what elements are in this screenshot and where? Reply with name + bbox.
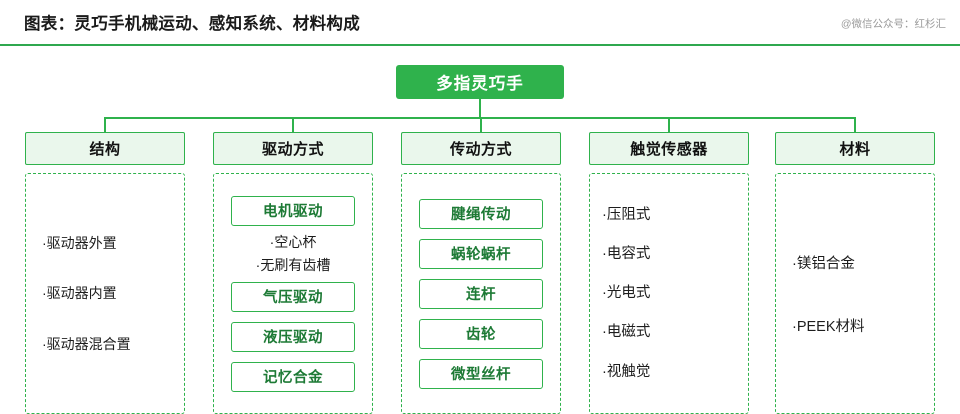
branch-body-drive-method: 电机驱动 ·空心杯 ·无刷有齿槽 气压驱动 液压驱动 记忆合金	[213, 173, 373, 414]
chip-item[interactable]: 连杆	[419, 278, 543, 309]
branch-column-drive-method: 驱动方式 电机驱动 ·空心杯 ·无刷有齿槽 气压驱动 液压驱动 记忆合金	[213, 117, 373, 414]
list-item: ·镁铝合金	[792, 255, 855, 272]
branch-column-structure: 结构 ·驱动器外置 ·驱动器内置 ·驱动器混合置	[25, 117, 185, 414]
connector-stem-structure	[104, 117, 106, 132]
chip-item[interactable]: 液压驱动	[231, 321, 355, 352]
branch-body-tactile-sensor: ·压阻式 ·电容式 ·光电式 ·电磁式 ·视触觉	[589, 173, 749, 414]
list-item: ·PEEK材料	[792, 318, 865, 335]
branch-column-material: 材料 ·镁铝合金 ·PEEK材料	[775, 117, 935, 414]
branch-header-material[interactable]: 材料	[775, 132, 935, 165]
list-item: ·压阻式	[602, 206, 651, 223]
connector-stem-material	[854, 117, 856, 132]
list-item: ·电容式	[602, 245, 651, 262]
root-node[interactable]: 多指灵巧手	[396, 65, 564, 99]
list-item: ·驱动器混合置	[42, 335, 131, 352]
chip-item[interactable]: 气压驱动	[231, 281, 355, 312]
watermark-label: @微信公众号：红杉汇	[840, 18, 946, 30]
list-item: ·电磁式	[602, 324, 651, 341]
sub-text-item: ·无刷有齿槽	[255, 256, 331, 273]
branch-body-structure: ·驱动器外置 ·驱动器内置 ·驱动器混合置	[25, 173, 185, 414]
chip-item[interactable]: 记忆合金	[231, 361, 355, 392]
chip-item[interactable]: 电机驱动	[231, 195, 355, 226]
list-item: ·视触觉	[602, 363, 651, 380]
title-bar: 图表：灵巧手机械运动、感知系统、材料构成 @微信公众号：红杉汇	[0, 0, 960, 44]
chip-item[interactable]: 微型丝杆	[419, 358, 543, 389]
branch-header-structure[interactable]: 结构	[25, 132, 185, 165]
connector-stem-tactile-sensor	[668, 117, 670, 132]
connector-stem-drive-method	[292, 117, 294, 132]
chip-item[interactable]: 蜗轮蜗杆	[419, 238, 543, 269]
chip-item[interactable]: 齿轮	[419, 318, 543, 349]
branch-column-tactile-sensor: 触觉传感器 ·压阻式 ·电容式 ·光电式 ·电磁式 ·视触觉	[589, 117, 749, 414]
connector-stem-transmission	[480, 117, 482, 132]
header-divider	[0, 44, 960, 46]
branch-body-transmission: 腱绳传动 蜗轮蜗杆 连杆 齿轮 微型丝杆	[401, 173, 561, 414]
list-item: ·驱动器外置	[42, 234, 117, 251]
page-title: 图表：灵巧手机械运动、感知系统、材料构成	[24, 15, 360, 33]
list-item: ·驱动器内置	[42, 285, 117, 301]
diagram-canvas: 多指灵巧手 结构 ·驱动器外置 ·驱动器内置 ·驱动器混合置 驱动方式 电机驱动…	[0, 46, 960, 414]
branch-header-tactile-sensor[interactable]: 触觉传感器	[589, 132, 749, 165]
branch-header-transmission[interactable]: 传动方式	[401, 132, 561, 165]
sub-text-item: ·空心杯	[269, 233, 317, 250]
branch-body-material: ·镁铝合金 ·PEEK材料	[775, 173, 935, 414]
branch-column-transmission: 传动方式 腱绳传动 蜗轮蜗杆 连杆 齿轮 微型丝杆	[401, 117, 561, 414]
connector-root-stem	[479, 99, 481, 117]
branch-header-drive-method[interactable]: 驱动方式	[213, 132, 373, 165]
chip-item[interactable]: 腱绳传动	[419, 198, 543, 229]
list-item: ·光电式	[602, 285, 651, 302]
